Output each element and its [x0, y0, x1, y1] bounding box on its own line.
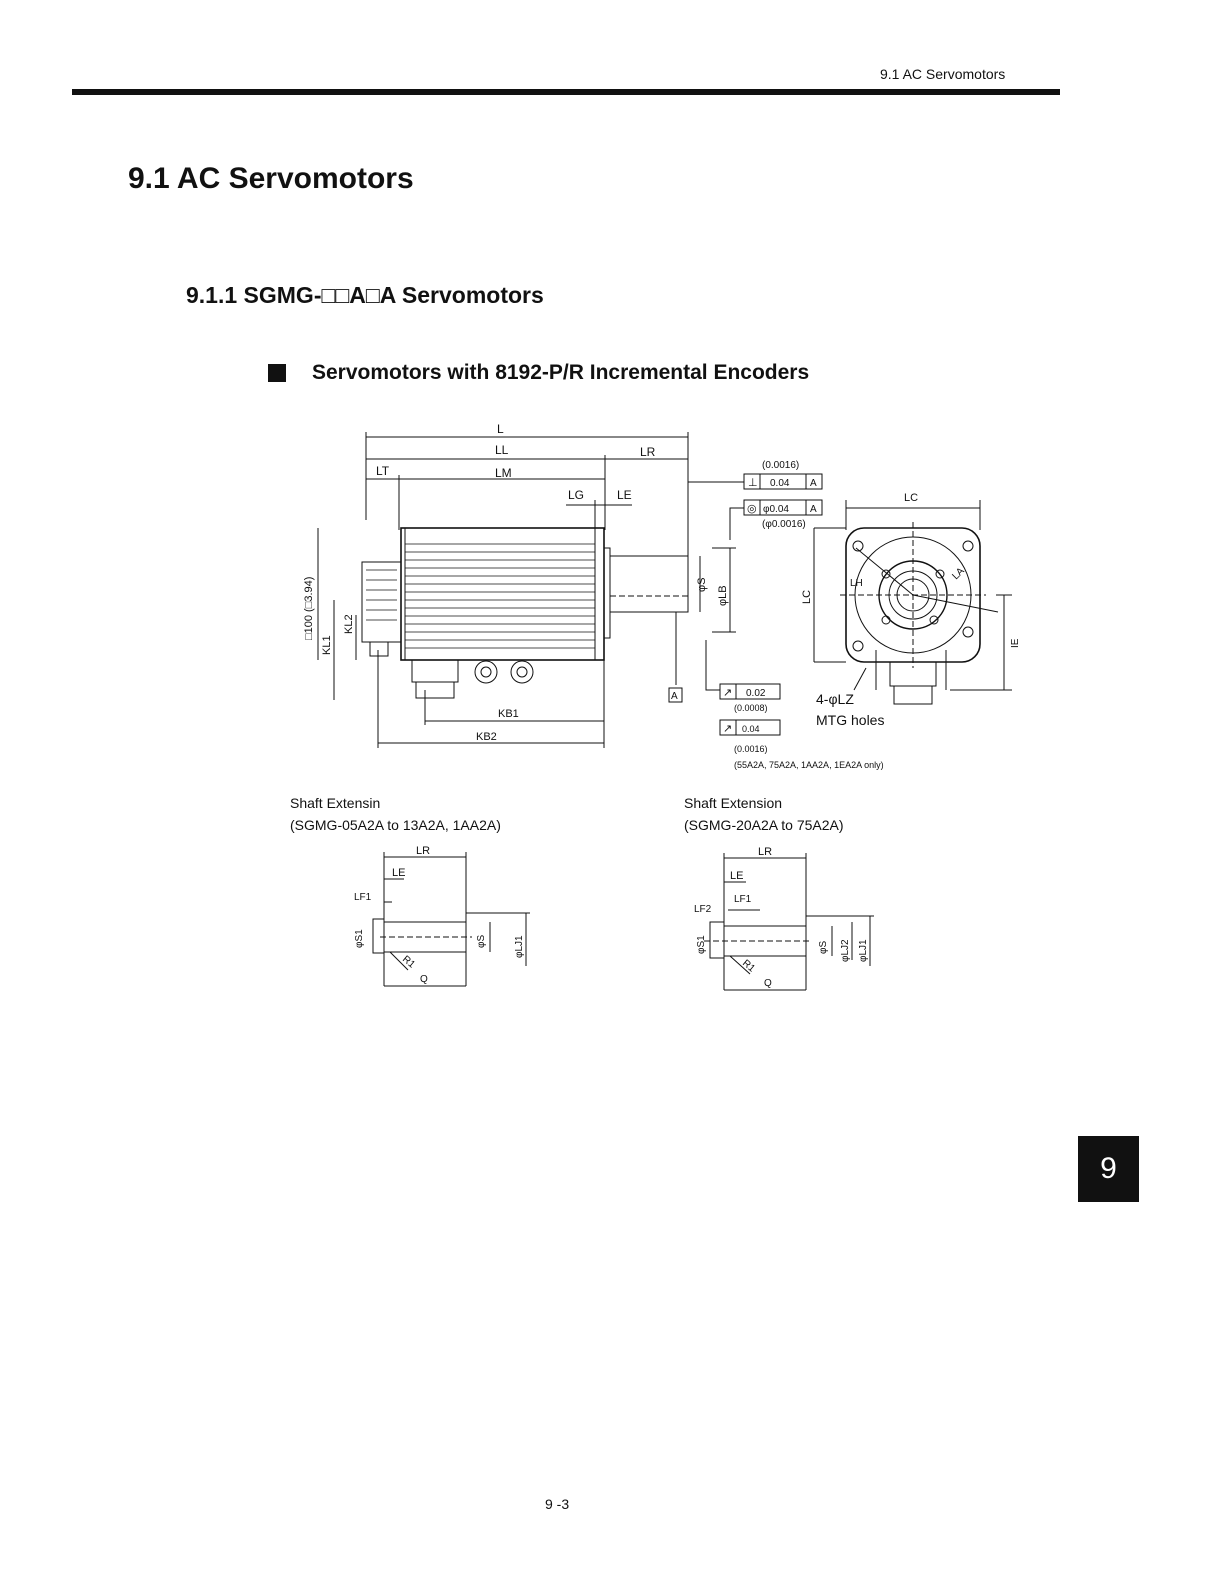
tol-perp-value: 0.04	[770, 478, 790, 489]
section-title: 9.1 AC Servomotors	[128, 162, 414, 195]
right-dim-phiLJ1: φLJ1	[858, 939, 869, 962]
dim-KL2: KL2	[343, 614, 355, 634]
shaft-right-caption-line2: (SGMG-20A2A to 75A2A)	[684, 817, 844, 833]
motor-end-view	[813, 500, 1012, 705]
left-dim-LF1: LF1	[354, 892, 372, 903]
tol-perp-datum: A	[810, 478, 817, 489]
dim-LM: LM	[495, 466, 512, 480]
tol-runout-value: 0.02	[746, 688, 766, 699]
left-dim-Q: Q	[420, 974, 428, 985]
bullet-heading-text: Servomotors with 8192-P/R Incremental En…	[312, 361, 810, 384]
motor-side-view	[317, 432, 823, 748]
shaft-extension-left	[372, 852, 530, 987]
dim-LR: LR	[640, 445, 656, 459]
dim-L: L	[497, 422, 504, 436]
shaft-left-caption-line2: (SGMG-05A2A to 13A2A, 1AA2A)	[290, 817, 501, 833]
tol-runout2-inch: (0.0016)	[734, 744, 768, 754]
left-dim-phiLJ1: φLJ1	[514, 935, 525, 958]
dim-KL1: KL1	[321, 635, 333, 655]
end-dim-IE: IE	[1010, 638, 1021, 648]
shaft-left-caption: Shaft Extensin (SGMG-05A2A to 13A2A, 1AA…	[290, 792, 501, 836]
tol-runout2-note: (55A2A, 75A2A, 1AA2A, 1EA2A only)	[734, 760, 884, 770]
right-dim-Q: Q	[764, 978, 772, 989]
left-dim-LR: LR	[416, 845, 430, 857]
shaft-right-caption: Shaft Extension (SGMG-20A2A to 75A2A)	[684, 792, 844, 836]
end-dim-LC-side: LC	[801, 590, 813, 604]
right-dim-R1: R1	[740, 958, 757, 975]
left-dim-R1: R1	[400, 954, 417, 971]
bullet-square-icon	[268, 364, 286, 382]
right-dim-phiS1: φS1	[696, 935, 707, 954]
runout-icon: ↗	[723, 687, 732, 699]
tol-runout-inch: (0.0008)	[734, 703, 768, 713]
tol-runout2-value: 0.04	[742, 724, 760, 734]
end-dim-LC-top: LC	[904, 492, 918, 504]
runout-icon-2: ↗	[723, 723, 732, 735]
dim-KB1: KB1	[498, 708, 519, 720]
mtg-holes-desc: MTG holes	[816, 712, 884, 728]
right-dim-phiLJ2: φLJ2	[840, 939, 851, 962]
dim-LT: LT	[376, 464, 390, 478]
dim-square-size: □100 (□3.94)	[303, 577, 315, 640]
shaft-right-caption-line1: Shaft Extension	[684, 795, 783, 811]
left-dim-LE: LE	[392, 867, 405, 879]
left-dim-phiS1: φS1	[354, 929, 365, 948]
end-dim-LH: LH	[850, 578, 863, 589]
left-dim-phiS: φS	[476, 935, 487, 948]
tol-conc-value: φ0.04	[763, 504, 789, 515]
subsection-title: 9.1.1 SGMG-□□A□A Servomotors	[186, 282, 544, 308]
chapter-tab: 9	[1078, 1136, 1139, 1202]
concentricity-icon: ◎	[747, 503, 757, 515]
right-dim-LR: LR	[758, 846, 772, 858]
header-rule	[72, 89, 1060, 95]
chapter-tab-number: 9	[1100, 1152, 1117, 1185]
right-dim-LF2: LF2	[694, 904, 712, 915]
dim-LE: LE	[617, 488, 632, 502]
bullet-heading: Servomotors with 8192-P/R Incremental En…	[268, 361, 809, 385]
datum-A-label: A	[671, 691, 678, 702]
right-dim-LE: LE	[730, 870, 743, 882]
running-header: 9.1 AC Servomotors	[880, 66, 1006, 82]
shaft-left-caption-line1: Shaft Extensin	[290, 795, 381, 811]
tol-conc-datum: A	[810, 504, 817, 515]
right-dim-LF1: LF1	[734, 894, 752, 905]
mtg-holes-count: 4-φLZ	[816, 691, 854, 707]
dim-phiLB: φLB	[717, 585, 729, 606]
dim-LG: LG	[568, 488, 584, 502]
dim-LL: LL	[495, 443, 509, 457]
dim-phiS: φS	[696, 578, 708, 592]
shaft-extension-right	[704, 853, 874, 991]
dim-KB2: KB2	[476, 731, 497, 743]
perpendicular-icon: ⊥	[748, 477, 758, 489]
tol-perp-inch: (0.0016)	[762, 460, 799, 471]
right-dim-phiS: φS	[818, 941, 829, 954]
tol-conc-inch: (φ0.0016)	[762, 519, 806, 530]
page-number: 9 -3	[545, 1496, 570, 1512]
